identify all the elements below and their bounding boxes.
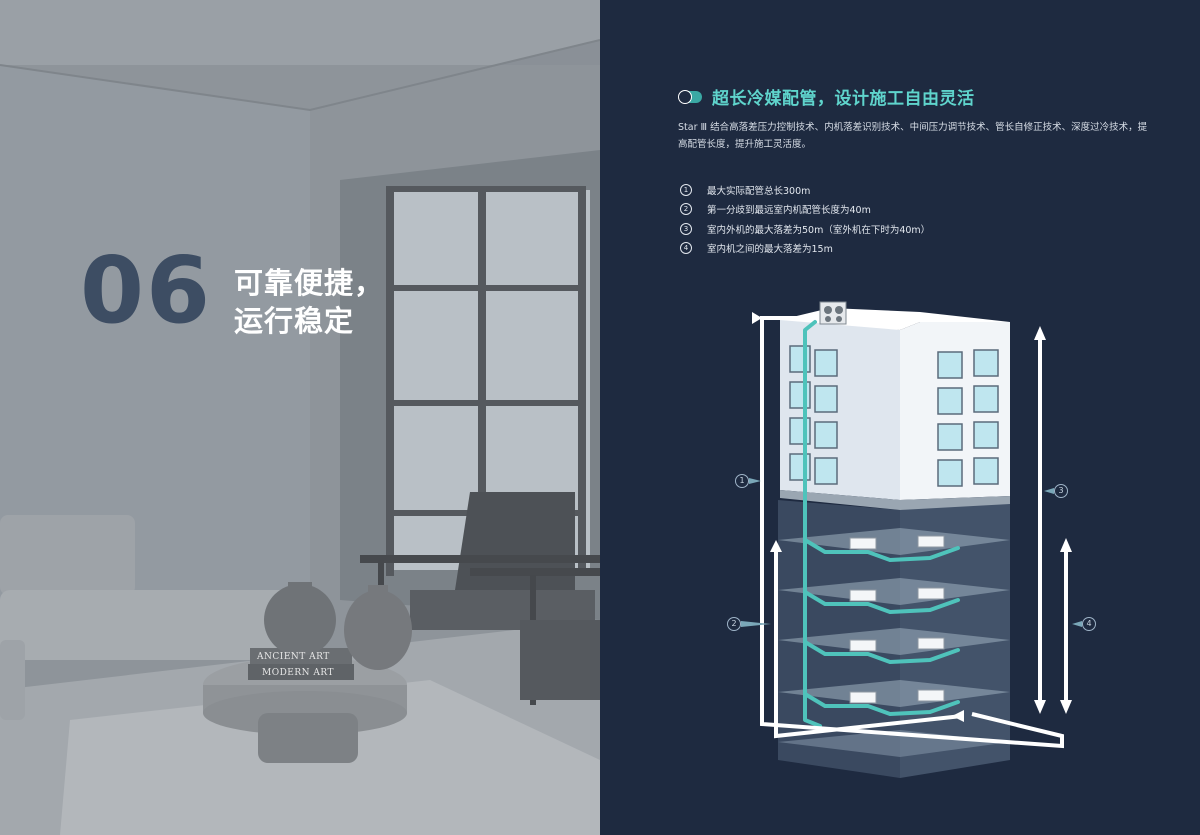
piping-info-panel: 超长冷媒配管，设计施工自由灵活 Star Ⅲ 结合高落差压力控制技术、内机落差识… bbox=[600, 0, 1200, 835]
building-piping-diagram bbox=[752, 301, 1072, 778]
section-title-line: 运行稳定 bbox=[234, 304, 355, 338]
list-item: 3 室内外机的最大落差为50m（室外机在下时为40m） bbox=[680, 219, 930, 239]
list-item-text: 第一分歧到最远室内机配管长度为40m bbox=[707, 205, 871, 217]
room-photo-illustration bbox=[0, 0, 600, 835]
callout-marker: 2 bbox=[727, 617, 771, 631]
section-title-line: 可靠便捷， bbox=[234, 266, 385, 300]
callout-marker: 3 bbox=[1044, 484, 1068, 498]
list-item: 1 最大实际配管总长300m bbox=[680, 180, 930, 200]
refrigerant-pipes bbox=[803, 320, 960, 728]
circled-number-icon: 3 bbox=[680, 222, 692, 235]
circled-number-icon: 1 bbox=[735, 474, 749, 488]
circled-number-icon: 4 bbox=[1082, 617, 1096, 631]
list-item-text: 室内机之间的最大落差为15m bbox=[707, 244, 833, 256]
arrow-heads bbox=[752, 312, 1072, 722]
indoor-unit-icons bbox=[849, 535, 945, 704]
circled-number-icon: 3 bbox=[1054, 484, 1068, 498]
callout-marker: 1 bbox=[735, 474, 761, 488]
outdoor-unit-icon bbox=[819, 301, 847, 325]
feature-heading: 超长冷媒配管，设计施工自由灵活 bbox=[678, 84, 975, 109]
list-item: 2 第一分歧到最远室内机配管长度为40m bbox=[680, 200, 930, 220]
feature-description: Star Ⅲ 结合高落差压力控制技术、内机落差识别技术、中间压力调节技术、管长自… bbox=[678, 122, 1148, 150]
book-spine-text: ANCIENT ART bbox=[257, 652, 330, 662]
circled-number-icon: 2 bbox=[680, 203, 692, 216]
feature-heading-text: 超长冷媒配管，设计施工自由灵活 bbox=[712, 89, 975, 109]
feature-spec-list: 1 最大实际配管总长300m 2 第一分歧到最远室内机配管长度为40m 3 室内… bbox=[680, 180, 930, 258]
section-number: 06 bbox=[80, 237, 213, 344]
measurement-arrows bbox=[760, 316, 1068, 749]
room-photo-panel: ANCIENT ART MODERN ART 06 可靠便捷， 运行稳定 bbox=[0, 0, 600, 835]
circled-number-icon: 1 bbox=[680, 183, 692, 196]
list-item-text: 室内外机的最大落差为50m（室外机在下时为40m） bbox=[707, 224, 931, 236]
list-item: 4 室内机之间的最大落差为15m bbox=[680, 239, 930, 259]
book-spine-text: MODERN ART bbox=[262, 668, 335, 678]
toggle-bullet-icon bbox=[678, 89, 702, 104]
callout-marker: 4 bbox=[1072, 617, 1096, 631]
section-title: 可靠便捷， 运行稳定 bbox=[234, 264, 384, 340]
list-item-text: 最大实际配管总长300m bbox=[707, 185, 811, 197]
circled-number-icon: 4 bbox=[680, 242, 692, 255]
circled-number-icon: 2 bbox=[727, 617, 741, 631]
